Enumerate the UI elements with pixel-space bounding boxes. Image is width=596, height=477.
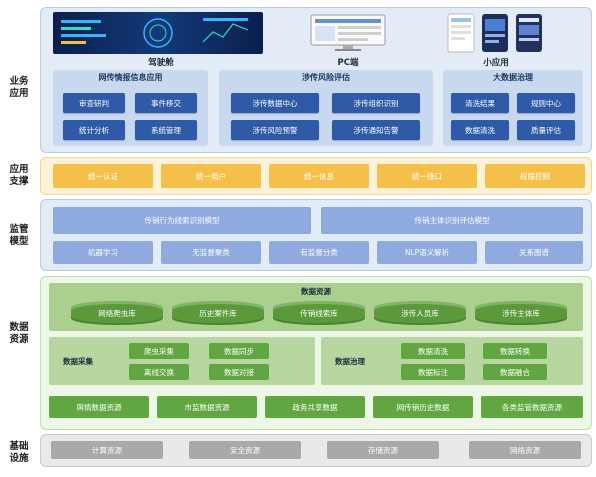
btn-notify-alert[interactable]: 涉传通知告警: [332, 120, 420, 140]
btn-system-manage[interactable]: 系统管理: [135, 120, 197, 140]
btn-org-identify[interactable]: 涉传组织识别: [332, 93, 420, 113]
layer-label-monitor-text: 监管 模型: [9, 224, 29, 247]
res-network[interactable]: 网络资源: [469, 441, 581, 459]
layer-label-business-text: 业务 应用: [9, 76, 29, 99]
btn-data-fusion[interactable]: 数据融合: [483, 364, 547, 380]
btn-statistics[interactable]: 统计分析: [63, 120, 125, 140]
btn-unified-api[interactable]: 统一接口: [377, 164, 477, 188]
btn-data-center[interactable]: 涉传数据中心: [231, 93, 319, 113]
data-resource-title: 数据资源: [301, 287, 331, 296]
btn-unified-auth[interactable]: 统一认证: [53, 164, 153, 188]
layer-label-support-text: 应用 支撑: [9, 164, 29, 187]
res-storage[interactable]: 存储资源: [327, 441, 439, 459]
layer-label-data-text: 数据 资源: [9, 322, 29, 345]
data-govern-title: 数据治理: [335, 357, 365, 366]
panel-risk-assess-title: 涉传风险评估: [302, 73, 350, 82]
panel-risk-assess: 涉传风险评估 涉传数据中心 涉传组织识别 涉传风险预警 涉传通知告警: [219, 70, 433, 146]
store-crawler[interactable]: 网络爬虫库: [71, 301, 163, 325]
source-gov-share[interactable]: 政务共享数据: [265, 396, 365, 418]
btn-clean-result[interactable]: 清洗结果: [451, 93, 509, 113]
model-subject-assess[interactable]: 传销主体识别评估模型: [321, 207, 583, 234]
res-compute[interactable]: 计算资源: [51, 441, 163, 459]
layer-label-monitor: 监管 模型: [4, 224, 34, 248]
data-layer: 数据资源 网络爬虫库 历史案件库 传销线索库 涉传人员库 涉传主体库 数据采集 …: [40, 276, 592, 430]
layer-label-data: 数据 资源: [4, 322, 34, 346]
pc-monitor-icon: [309, 14, 387, 52]
panel-intel-app-title: 网传情报信息应用: [98, 73, 163, 82]
btn-review[interactable]: 审查研判: [63, 93, 125, 113]
source-sentiment[interactable]: 舆情数据资源: [49, 396, 149, 418]
btn-data-label[interactable]: 数据标注: [401, 364, 465, 380]
caption-cockpit: 驾驶舱: [148, 58, 174, 68]
layer-label-infra-text: 基础 设施: [9, 441, 29, 464]
source-history[interactable]: 网传销历史数据: [373, 396, 473, 418]
btn-data-clean2[interactable]: 数据清洗: [401, 343, 465, 359]
caption-pc: PC端: [337, 58, 359, 68]
res-security[interactable]: 安全资源: [189, 441, 301, 459]
btn-risk-warning[interactable]: 涉传风险预警: [231, 120, 319, 140]
layer-label-infra: 基础 设施: [4, 441, 34, 465]
method-graph[interactable]: 关系图谱: [485, 241, 583, 264]
btn-event-transfer[interactable]: 事件移交: [135, 93, 197, 113]
btn-quality-assess[interactable]: 质量评估: [517, 120, 575, 140]
btn-offline-exchange[interactable]: 离线交换: [129, 364, 189, 380]
business-layer: 驾驶舱 PC端 小: [40, 7, 592, 153]
method-cluster[interactable]: 无监督聚类: [161, 241, 261, 264]
mobile-app-icon: [446, 12, 546, 54]
method-classify[interactable]: 有监督分类: [269, 241, 369, 264]
data-resource-panel: 数据资源 网络爬虫库 历史案件库 传销线索库 涉传人员库 涉传主体库: [49, 283, 583, 331]
method-nlp[interactable]: NLP语义解析: [377, 241, 477, 264]
panel-intel-app: 网传情报信息应用 审查研判 事件移交 统计分析 系统管理: [53, 70, 208, 146]
btn-rule-center[interactable]: 规则中心: [517, 93, 575, 113]
layer-label-business: 业务 应用: [4, 76, 34, 100]
layer-label-support: 应用 支撑: [4, 164, 34, 188]
data-collect-panel: 数据采集 爬虫采集 数据同步 离线交换 数据对接: [49, 337, 315, 385]
source-regulatory[interactable]: 各类监管数据资源: [481, 396, 583, 418]
btn-unified-info[interactable]: 统一信息: [269, 164, 369, 188]
store-subject[interactable]: 涉传主体库: [475, 301, 567, 325]
data-collect-title: 数据采集: [63, 357, 93, 366]
btn-crawler-collect[interactable]: 爬虫采集: [129, 343, 189, 359]
btn-data-clean[interactable]: 数据清洗: [451, 120, 509, 140]
store-person[interactable]: 涉传人员库: [374, 301, 466, 325]
monitor-layer: 传销行为线索识别模型 传销主体识别评估模型 机器学习 无监督聚类 有监督分类 N…: [40, 199, 592, 271]
cockpit-chart-icon: [61, 18, 249, 48]
cockpit-screenshot: [53, 12, 263, 54]
source-market-supervision[interactable]: 市监数据资源: [157, 396, 257, 418]
btn-data-sync[interactable]: 数据同步: [209, 343, 269, 359]
method-ml[interactable]: 机器学习: [53, 241, 153, 264]
store-clue[interactable]: 传销线索库: [273, 301, 365, 325]
panel-big-data: 大数据治理 清洗结果 规则中心 数据清洗 质量评估: [443, 70, 583, 146]
btn-unified-user[interactable]: 统一用户: [161, 164, 261, 188]
support-layer: 统一认证 统一用户 统一信息 统一接口 权限控制: [40, 157, 592, 195]
store-history-case[interactable]: 历史案件库: [172, 301, 264, 325]
btn-data-convert[interactable]: 数据转换: [483, 343, 547, 359]
panel-big-data-title: 大数据治理: [493, 73, 533, 82]
infra-layer: 计算资源 安全资源 存储资源 网络资源: [40, 434, 592, 467]
model-behavior-clue[interactable]: 传销行为线索识别模型: [53, 207, 311, 234]
btn-data-docking[interactable]: 数据对接: [209, 364, 269, 380]
data-govern-panel: 数据治理 数据清洗 数据转换 数据标注 数据融合: [321, 337, 583, 385]
btn-permission[interactable]: 权限控制: [485, 164, 585, 188]
caption-mini-app: 小应用: [483, 58, 509, 68]
